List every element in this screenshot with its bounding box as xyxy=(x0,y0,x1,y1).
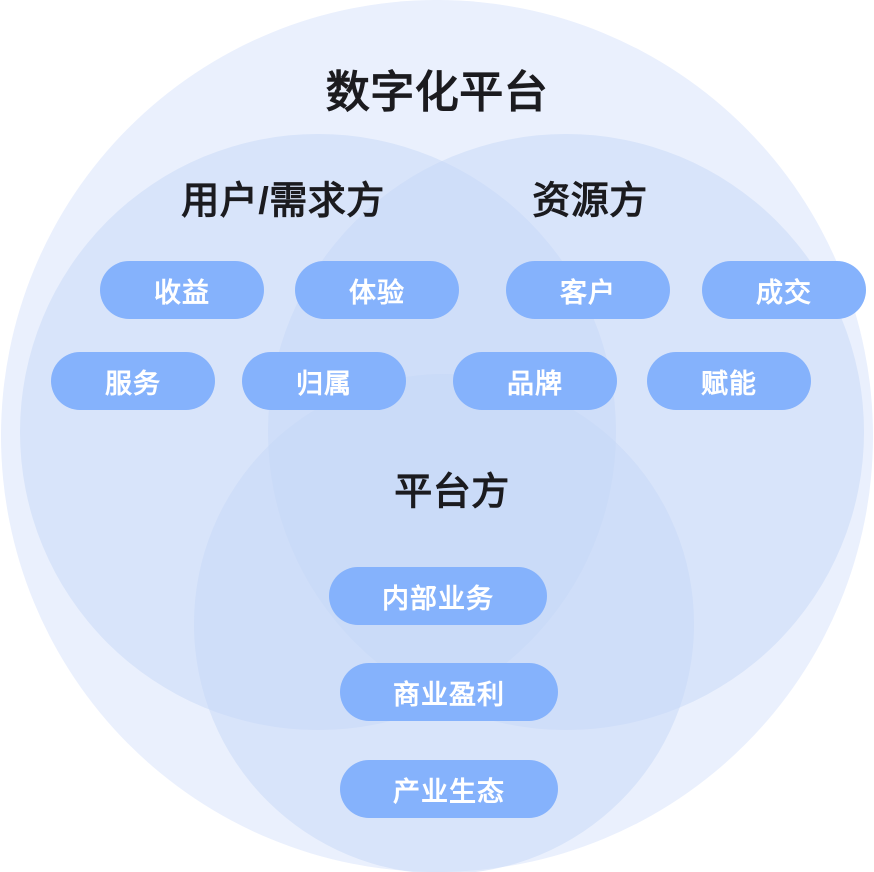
pill-chanyeshengtai[interactable]: 产业生态 xyxy=(340,760,558,818)
pill-guishu[interactable]: 归属 xyxy=(242,352,406,410)
pill-fuwu[interactable]: 服务 xyxy=(51,352,215,410)
pill-funeng[interactable]: 赋能 xyxy=(647,352,811,410)
page-title: 数字化平台 xyxy=(325,68,549,117)
pill-pinpai[interactable]: 品牌 xyxy=(453,352,617,410)
pill-tiyan[interactable]: 体验 xyxy=(295,261,459,319)
pill-neibuyewu[interactable]: 内部业务 xyxy=(329,567,547,625)
pill-kehu[interactable]: 客户 xyxy=(506,261,670,319)
set-label-platform: 平台方 xyxy=(394,471,510,514)
pill-shangyeyingli[interactable]: 商业盈利 xyxy=(340,663,558,721)
set-label-resource: 资源方 xyxy=(532,180,648,223)
set-label-user-demand: 用户/需求方 xyxy=(181,180,385,223)
pill-shouyi[interactable]: 收益 xyxy=(100,261,264,319)
pill-chengjiao[interactable]: 成交 xyxy=(702,261,866,319)
